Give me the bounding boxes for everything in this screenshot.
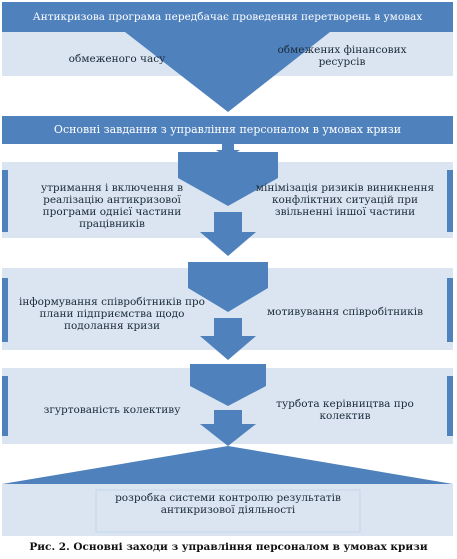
group1-left-mark bbox=[2, 170, 8, 232]
group2-arrow bbox=[200, 318, 256, 360]
group2-left-mark bbox=[2, 278, 8, 342]
group3-left-text: згуртованість колективу bbox=[43, 404, 181, 416]
main-task-text: Основні завдання з управління персоналом… bbox=[53, 123, 402, 136]
group2-funnel bbox=[188, 262, 268, 312]
header-down-arrow bbox=[125, 32, 330, 112]
group2-right-text: мотивування співробітників bbox=[266, 306, 424, 318]
group3-right-mark bbox=[447, 376, 453, 436]
group3-left-mark bbox=[2, 376, 8, 436]
figure-caption: Рис. 2. Основні заходи з управління перс… bbox=[29, 541, 428, 553]
group2-right-mark bbox=[447, 278, 453, 342]
group3-arrow bbox=[200, 410, 256, 446]
main-task-arrow bbox=[216, 144, 240, 158]
group1-right-text: мінімізація ризиків виникнення конфліктн… bbox=[255, 182, 435, 218]
group3-right-text: турбота керівництва про колектив bbox=[276, 398, 414, 422]
header-bar bbox=[2, 2, 453, 32]
final-box-inner bbox=[95, 489, 361, 533]
group1-funnel bbox=[178, 152, 278, 206]
condition-time: обмеженого часу bbox=[68, 53, 166, 65]
header-text: Антикризова програма передбачає проведен… bbox=[32, 11, 423, 23]
main-task-bar bbox=[2, 116, 453, 144]
group2-left-text: інформування співробітників про плани пі… bbox=[19, 296, 205, 332]
group1-right-mark bbox=[447, 170, 453, 232]
group3-funnel bbox=[190, 364, 266, 406]
group1-left-text: утримання і включення в реалізацію антик… bbox=[40, 182, 184, 230]
condition-finance: обмежених фінансових ресурсів bbox=[277, 44, 407, 68]
group1-arrow bbox=[200, 212, 256, 256]
final-triangle bbox=[2, 446, 453, 484]
final-text: розробка системи контролю результатів ан… bbox=[115, 492, 341, 516]
